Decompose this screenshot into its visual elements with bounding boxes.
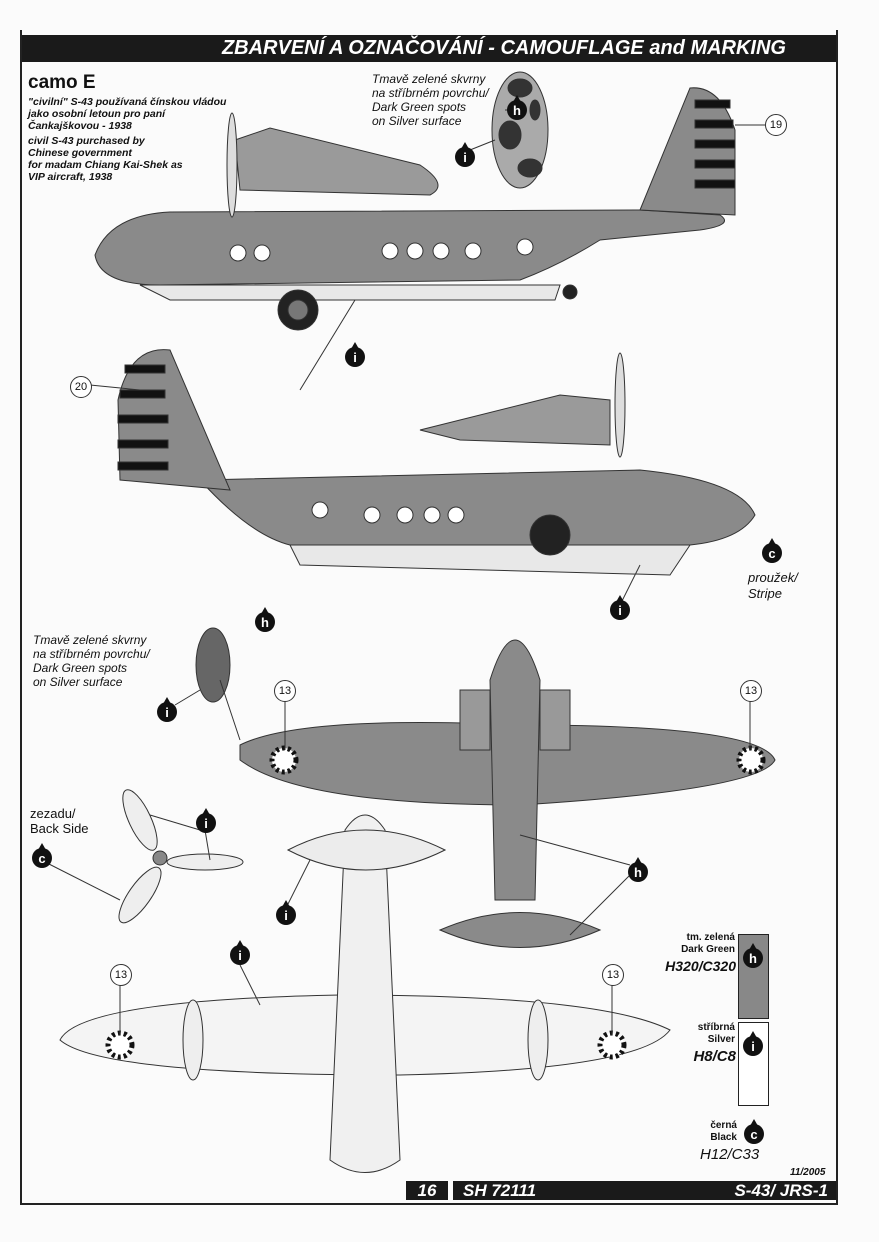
callout-20: 20 — [70, 376, 92, 398]
leader-lines — [44, 109, 770, 1035]
paint-marker-c: c — [32, 843, 52, 868]
bottom-view — [59, 814, 671, 1173]
side-view-right — [117, 349, 756, 576]
callout-13: 13 — [602, 964, 624, 986]
legend-c-ref: H12/C33 — [700, 1146, 760, 1163]
side-view-left — [94, 71, 736, 331]
legend-c-marker: c — [744, 1119, 764, 1144]
page-title: ZBARVENÍ A OZNAČOVÁNÍ - CAMOUFLAGE and M… — [22, 35, 836, 62]
legend-i-marker: i — [743, 1031, 763, 1056]
legend-h-marker: h — [743, 943, 763, 968]
stripe-note: proužek/Stripe — [748, 570, 798, 601]
legend-h-ref: H320/C320 — [665, 958, 736, 974]
paint-marker-h: h — [628, 857, 648, 882]
kit-number: SH 72111 — [453, 1181, 598, 1200]
legend-i-ref: H8/C8 — [693, 1048, 736, 1065]
paint-marker-i: i — [157, 697, 177, 722]
callout-13: 13 — [110, 964, 132, 986]
paint-marker-i: i — [610, 595, 630, 620]
page-number: 16 — [406, 1181, 448, 1200]
paint-marker-i: i — [196, 808, 216, 833]
paint-marker-i: i — [276, 900, 296, 925]
back-side-note: zezadu/Back Side — [30, 806, 89, 836]
callout-13: 13 — [274, 680, 296, 702]
paint-marker-h: h — [255, 607, 275, 632]
callout-19: 19 — [765, 114, 787, 136]
camo-heading: camo E — [28, 72, 96, 93]
callout-13: 13 — [740, 680, 762, 702]
page-frame — [20, 30, 838, 1205]
propeller-back-view — [118, 789, 244, 924]
paint-marker-i: i — [230, 940, 250, 965]
paint-marker-i: i — [345, 342, 365, 367]
paint-marker-h: h — [507, 95, 527, 120]
paint-marker-c: c — [762, 538, 782, 563]
issue-date: 11/2005 — [790, 1167, 826, 1178]
paint-marker-i: i — [455, 142, 475, 167]
model-name: S-43/ JRS-1 — [598, 1181, 836, 1200]
